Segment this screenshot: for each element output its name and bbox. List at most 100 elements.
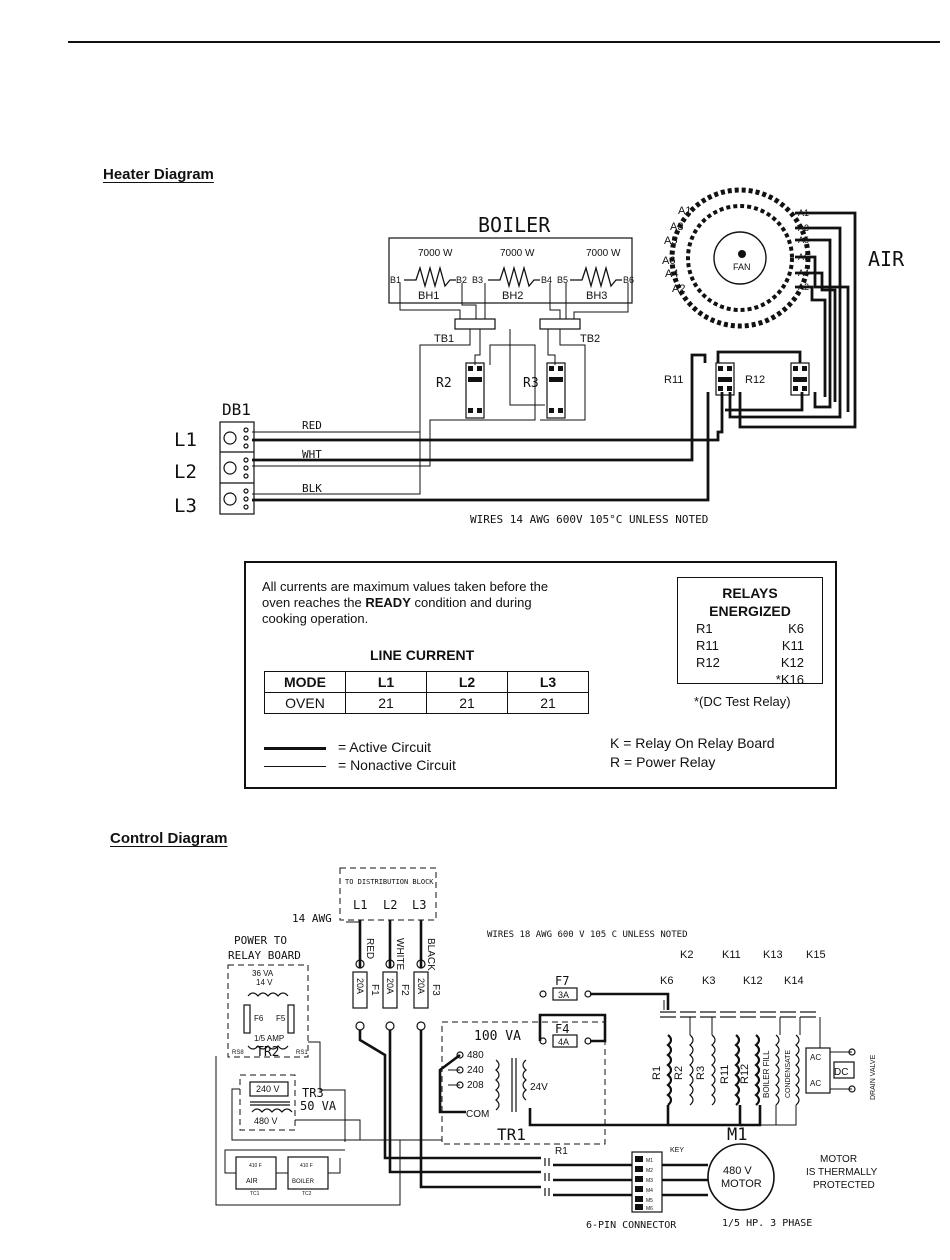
tr3-240: 240 V [256, 1084, 280, 1094]
tr1-label: TR1 [497, 1125, 526, 1144]
wire-red-label: RED [302, 419, 322, 432]
wire-b4 [549, 283, 561, 319]
table-header-row: MODE L1 L2 L3 [264, 671, 589, 693]
coil-label-r11: R11 [719, 1065, 731, 1084]
coil-label-condensate: CONDENSATE [785, 1050, 792, 1098]
dc-test-relay-note: *(DC Test Relay) [694, 694, 791, 709]
ctrl-line-l2: L2 [383, 898, 397, 912]
fuse-f1 [352, 971, 368, 1009]
tc2-name: BOILER [292, 1179, 315, 1185]
tr1-24v: 24V [530, 1082, 548, 1093]
tr2-pin-rs1: RS1 [296, 1050, 308, 1056]
tc1-name: AIR [246, 1178, 258, 1185]
wire-white-ctrl: WHITE [394, 938, 405, 971]
heater-diagram-title: Heater Diagram [103, 166, 214, 183]
motor-hp-label: 1/5 HP. 3 PHASE [722, 1218, 812, 1229]
watt-3: 7000 W [586, 248, 621, 259]
terminal-block-tb1 [454, 318, 496, 330]
fuse-f2 [382, 971, 398, 1009]
coil-label-r1: R1 [651, 1066, 663, 1080]
note-line-2: oven reaches the READY condition and dur… [262, 595, 532, 610]
k-bot-k12: K12 [743, 975, 763, 987]
air-left-a4: A4 [665, 268, 678, 280]
drain-valve-coil [833, 1061, 855, 1079]
terminal-b3: B3 [472, 275, 483, 285]
control-wire-note: WIRES 18 AWG 600 V 105 C UNLESS NOTED [487, 930, 687, 940]
tr2-pin-rs8: RS8 [232, 1050, 244, 1056]
coil-label-boiler-fill: BOILER FILL [762, 1050, 771, 1098]
watt-1: 7000 W [418, 248, 453, 259]
f7-label: F7 [555, 974, 569, 988]
fuse-f2-label: F2 [399, 984, 410, 996]
tr1-outline [441, 1021, 606, 1145]
table-cell: 21 [426, 692, 508, 714]
fuse-f1-label: F1 [369, 984, 380, 996]
line-current-title: LINE CURRENT [370, 647, 475, 663]
table-header: L1 [345, 671, 427, 693]
fuse-f3-rating: 20A [416, 978, 426, 994]
fuse-f3 [413, 971, 429, 1009]
f4-rating: 4A [558, 1037, 569, 1047]
header-rule [68, 41, 940, 43]
legend-box: All currents are maximum values taken be… [244, 561, 837, 789]
wire-f7-contacts [590, 992, 670, 1010]
fan-hub [738, 250, 746, 258]
tb1-label: TB1 [434, 333, 454, 345]
tr1-primary-wire [438, 1053, 466, 1114]
heater-bh2: BH2 [502, 290, 523, 302]
fuse-amp: 1/5 AMP [254, 1034, 284, 1043]
wire-r11-r12-top [716, 350, 802, 363]
tr1-primary [495, 1059, 500, 1111]
f4-label: F4 [555, 1022, 569, 1036]
tr3-label: TR3 [302, 1086, 324, 1100]
dc-module [805, 1047, 831, 1094]
line-l1: L1 [174, 429, 197, 451]
fuse-f2-rating: 20A [385, 978, 395, 994]
coil-r12 [754, 1034, 761, 1106]
k-top-k2: K2 [680, 949, 693, 961]
motor-m1-label: M1 [727, 1125, 747, 1145]
awg-label: 14 AWG [292, 912, 332, 925]
tc2-id: TC2 [302, 1191, 312, 1197]
relay-r12-label: R12 [745, 374, 765, 386]
air-heater-ring-inner [686, 204, 794, 312]
wire-relay-board [308, 1041, 346, 1142]
table-header: L3 [507, 671, 589, 693]
motor-m1-circle [707, 1143, 775, 1211]
ctrl-line-l3: L3 [412, 898, 426, 912]
tr3-outline [239, 1074, 296, 1131]
table-header: L2 [426, 671, 508, 693]
wire-tb2-r3 [540, 329, 586, 421]
terminal-b1: B1 [390, 275, 401, 285]
fan-circle [713, 231, 767, 285]
drain-valve-label: DRAIN VALVE [870, 1054, 877, 1100]
tap-240: 240 [467, 1065, 484, 1076]
power-to-label: POWER TO [234, 934, 287, 947]
k-bot-k3: K3 [702, 975, 715, 987]
wire-a1 [738, 211, 857, 429]
relay-r11-label: R11 [664, 374, 683, 386]
coil-boiler-fill [775, 1034, 780, 1106]
terminal-b2: B2 [456, 275, 467, 285]
relays-title: RELAYS ENERGIZED [709, 585, 791, 619]
air-left-a2: A2 [672, 283, 685, 295]
ctrl-line-l1: L1 [353, 898, 367, 912]
tc1-temp: 410 F [249, 1163, 262, 1169]
relay-r3-body [546, 362, 566, 419]
wire-center [509, 329, 545, 406]
tc1-id: TC1 [250, 1191, 260, 1197]
connector-key: KEY [670, 1147, 684, 1154]
pin-m5: M5 [646, 1198, 653, 1204]
relay-board-label: RELAY BOARD [228, 949, 301, 962]
tr2-va: 36 VA [252, 969, 274, 978]
k-bot-k6: K6 [660, 975, 673, 987]
relay-r2-body [465, 362, 485, 419]
wire-a3 [728, 226, 842, 419]
control-diagram-title: Control Diagram [110, 830, 228, 847]
motor-note-2: IS THERMALLY [806, 1167, 878, 1178]
pin-m6: M6 [646, 1206, 653, 1212]
ctrl-wire-l2-motor [388, 1030, 541, 1174]
wire-tb2-b [547, 329, 556, 365]
